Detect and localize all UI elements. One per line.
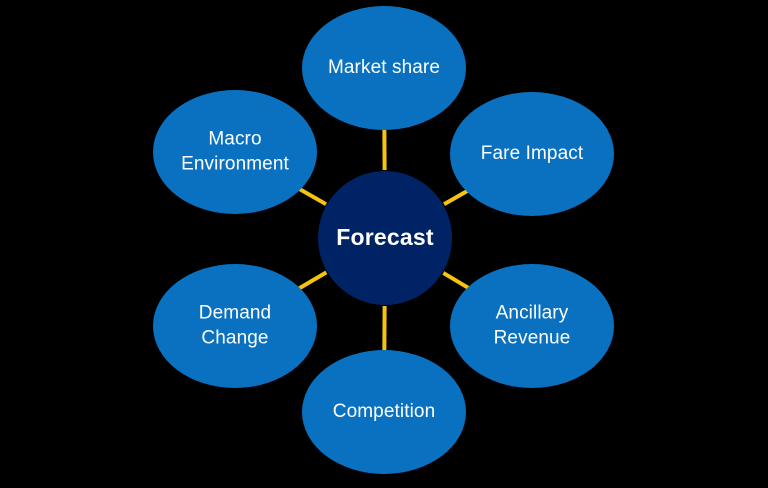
node-shape-competition [302, 350, 466, 474]
node-shape-market-share [302, 6, 466, 130]
node-shape-macro-environment [153, 90, 317, 214]
hub-shape [318, 171, 452, 305]
node-fare-impact[interactable]: Fare Impact [450, 92, 614, 216]
node-label-market-share: Market share [328, 57, 440, 78]
connector-ancillary-revenue [442, 271, 471, 291]
node-label-demand-change: Change [201, 328, 268, 349]
node-label-ancillary-revenue: Revenue [494, 328, 571, 349]
hub-node-group: Forecast [318, 171, 452, 305]
node-market-share[interactable]: Market share [302, 6, 466, 130]
node-label-competition: Competition [333, 401, 435, 422]
hub-label: Forecast [336, 224, 434, 250]
node-shape-fare-impact [450, 92, 614, 216]
node-label-demand-change: Demand [199, 303, 271, 324]
connector-fare-impact [443, 188, 470, 206]
node-label-macro-environment: Environment [181, 154, 289, 175]
node-label-fare-impact: Fare Impact [481, 143, 584, 164]
connector-spokes-group [297, 127, 471, 353]
hub-node-forecast[interactable]: Forecast [318, 171, 452, 305]
node-competition[interactable]: Competition [302, 350, 466, 474]
node-shape-demand-change [153, 264, 317, 388]
connector-demand-change [297, 270, 328, 291]
node-label-macro-environment: Macro [208, 129, 261, 150]
connector-macro-environment [297, 186, 328, 206]
node-shape-ancillary-revenue [450, 264, 614, 388]
node-label-ancillary-revenue: Ancillary [496, 303, 569, 324]
